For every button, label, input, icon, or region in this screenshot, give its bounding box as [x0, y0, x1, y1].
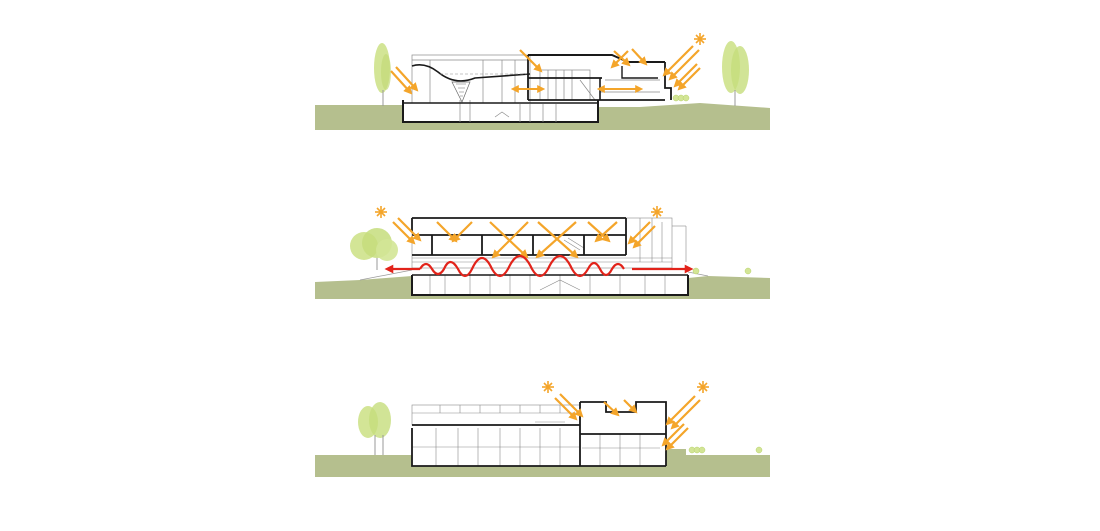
sun-icon [697, 381, 709, 393]
tree-icon [722, 41, 749, 106]
tree-icon [374, 43, 391, 106]
building-3 [411, 401, 667, 467]
sun-icon [542, 381, 554, 393]
shrub-icon [688, 446, 763, 454]
sun-icon [694, 33, 706, 45]
daylight-arrow-icon [554, 393, 701, 451]
shrub-icon [692, 267, 752, 275]
section-1 [315, 33, 770, 130]
ground-2 [315, 276, 770, 299]
shrub-icon [672, 94, 690, 102]
daylight-arrow-icon [390, 45, 701, 95]
airflow-wave-icon [384, 254, 694, 278]
building-2 [411, 217, 689, 296]
section-3 [315, 381, 770, 477]
tree-icon [358, 402, 391, 455]
ground-1 [315, 103, 770, 130]
tree-icon [350, 228, 398, 270]
daylight-arrow-icon [392, 217, 656, 259]
section-2 [315, 206, 770, 299]
sun-icon [651, 206, 663, 218]
sun-icon [375, 206, 387, 218]
ground-3 [315, 449, 770, 477]
